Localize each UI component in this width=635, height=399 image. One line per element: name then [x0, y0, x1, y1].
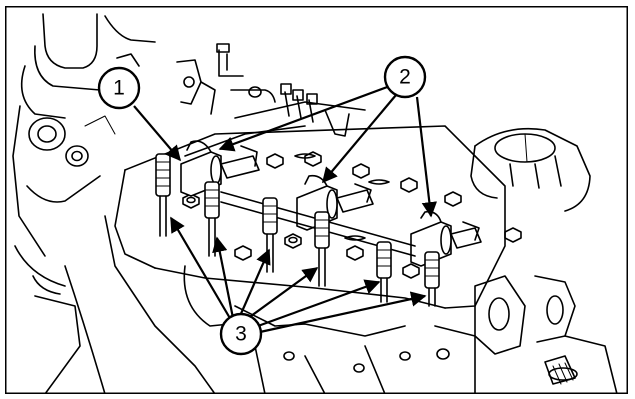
engine-valve-diagram: 1 2 3 [5, 6, 628, 394]
callout-1-label: 1 [113, 77, 125, 100]
callout-3-label: 3 [235, 323, 247, 346]
leader-lines [133, 84, 438, 334]
valve-springs [294, 153, 390, 241]
engine-drawing [12, 13, 618, 394]
valve-adjusters [155, 153, 440, 307]
callout-3: 3 [219, 312, 263, 356]
callout-2: 2 [383, 55, 427, 99]
callout-1: 1 [97, 66, 141, 110]
callout-2-label: 2 [399, 66, 411, 89]
